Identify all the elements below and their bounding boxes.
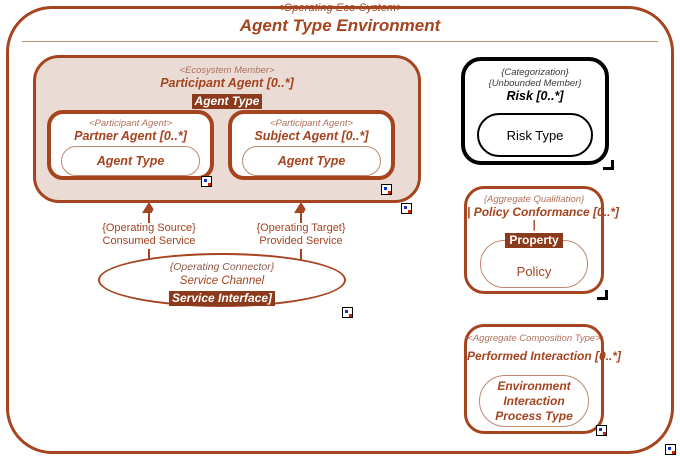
environment-interaction-line2: Process Type: [495, 408, 573, 423]
participant-agent-type-badge: Agent Type: [191, 94, 263, 109]
eco-system-stereotype: <Operating Eco-System>: [277, 2, 403, 14]
service-channel-name: Service Channel: [179, 275, 265, 287]
eco-system-marker-icon: [665, 444, 676, 455]
consumed-service-arrowhead-icon: [142, 202, 161, 214]
risk-node[interactable]: {Categorization} {Unbounded Member} Risk…: [461, 57, 609, 165]
policy-corner-glyph-icon: [597, 290, 608, 301]
participant-agent-marker-icon: [401, 203, 412, 214]
consumed-service-line: [148, 213, 150, 223]
subject-agent-header: <Participant Agent> Subject Agent [0..*]: [232, 118, 391, 143]
risk-name: Risk [0..*]: [506, 89, 564, 103]
policy-type-pill[interactable]: Policy: [480, 240, 588, 288]
provided-service-line: [300, 213, 302, 223]
service-channel-node[interactable]: {Operating Connector} Service Channel Se…: [98, 253, 346, 307]
provided-service-role: {Operating Target}: [256, 222, 346, 234]
consumed-service-role: {Operating Source}: [102, 222, 196, 234]
eco-system-frame[interactable]: [6, 6, 674, 454]
policy-conformance-header: {Aggregate Qualifiation} | Policy Confor…: [467, 194, 620, 231]
performed-interaction-stereotype: <Aggregate Composition Type>: [467, 333, 601, 344]
risk-stereotype-categorization: {Categorization}: [501, 67, 569, 78]
environment-interaction-line1: Environment Interaction: [497, 378, 571, 408]
risk-stereotype-unbounded-member: {Unbounded Member}: [488, 78, 582, 89]
performed-interaction-name: Performed Interaction [0..*]: [467, 349, 622, 363]
risk-corner-glyph-icon: [603, 160, 614, 171]
consumed-service-line-lower: [148, 249, 150, 263]
service-interface-badge: Service Interface]: [168, 291, 276, 306]
provided-service-arrowhead-icon: [294, 202, 313, 214]
participant-agent-header: <Ecosystem Member> Participant Agent [0.…: [36, 65, 418, 110]
title-divider: [22, 41, 658, 42]
partner-agent-node[interactable]: <Participant Agent> Partner Agent [0..*]…: [47, 110, 214, 180]
policy-type-label: Policy: [516, 263, 552, 279]
performed-interaction-header: <Aggregate Composition Type> Performed I…: [467, 333, 622, 363]
service-channel-stereotype: {Operating Connector}: [169, 261, 275, 273]
subject-agent-node[interactable]: <Participant Agent> Subject Agent [0..*]…: [228, 110, 395, 180]
performed-interaction-node[interactable]: <Aggregate Composition Type> Performed I…: [464, 324, 622, 434]
page-title: Agent Type Environment: [239, 16, 441, 35]
subject-agent-name: Subject Agent [0..*]: [254, 129, 369, 143]
subject-agent-type-pill[interactable]: Agent Type: [242, 146, 381, 176]
policy-conformance-name: | Policy Conformance [0..*]: [467, 205, 620, 219]
provided-service-line-lower: [300, 249, 302, 263]
consumed-service-label: Consumed Service: [102, 235, 196, 247]
partner-agent-header: <Participant Agent> Partner Agent [0..*]: [51, 118, 210, 143]
partner-agent-marker-icon: [201, 176, 212, 187]
property-badge: Property: [505, 233, 563, 248]
policy-conformance-divider: |: [532, 219, 536, 231]
partner-agent-name: Partner Agent [0..*]: [74, 129, 187, 143]
subject-agent-stereotype: <Participant Agent>: [269, 118, 354, 129]
policy-conformance-node[interactable]: {Aggregate Qualifiation} | Policy Confor…: [464, 186, 620, 294]
partner-agent-type-pill[interactable]: Agent Type: [61, 146, 200, 176]
performed-interaction-marker-icon: [596, 425, 607, 436]
risk-header: {Categorization} {Unbounded Member} Risk…: [465, 67, 605, 103]
provided-service-label: Provided Service: [259, 235, 343, 247]
service-channel-marker-icon: [342, 307, 353, 318]
subject-agent-marker-icon: [381, 184, 392, 195]
risk-type-pill[interactable]: Risk Type: [477, 113, 593, 157]
service-channel-content: {Operating Connector} Service Channel Se…: [100, 261, 344, 307]
partner-agent-stereotype: <Participant Agent>: [88, 118, 173, 129]
participant-agent-name: Participant Agent [0..*]: [160, 76, 294, 90]
participant-agent-stereotype: <Ecosystem Member>: [179, 65, 275, 76]
policy-conformance-stereotype: {Aggregate Qualifiation}: [483, 194, 585, 205]
environment-interaction-pill[interactable]: Environment Interaction Process Type: [479, 375, 589, 427]
